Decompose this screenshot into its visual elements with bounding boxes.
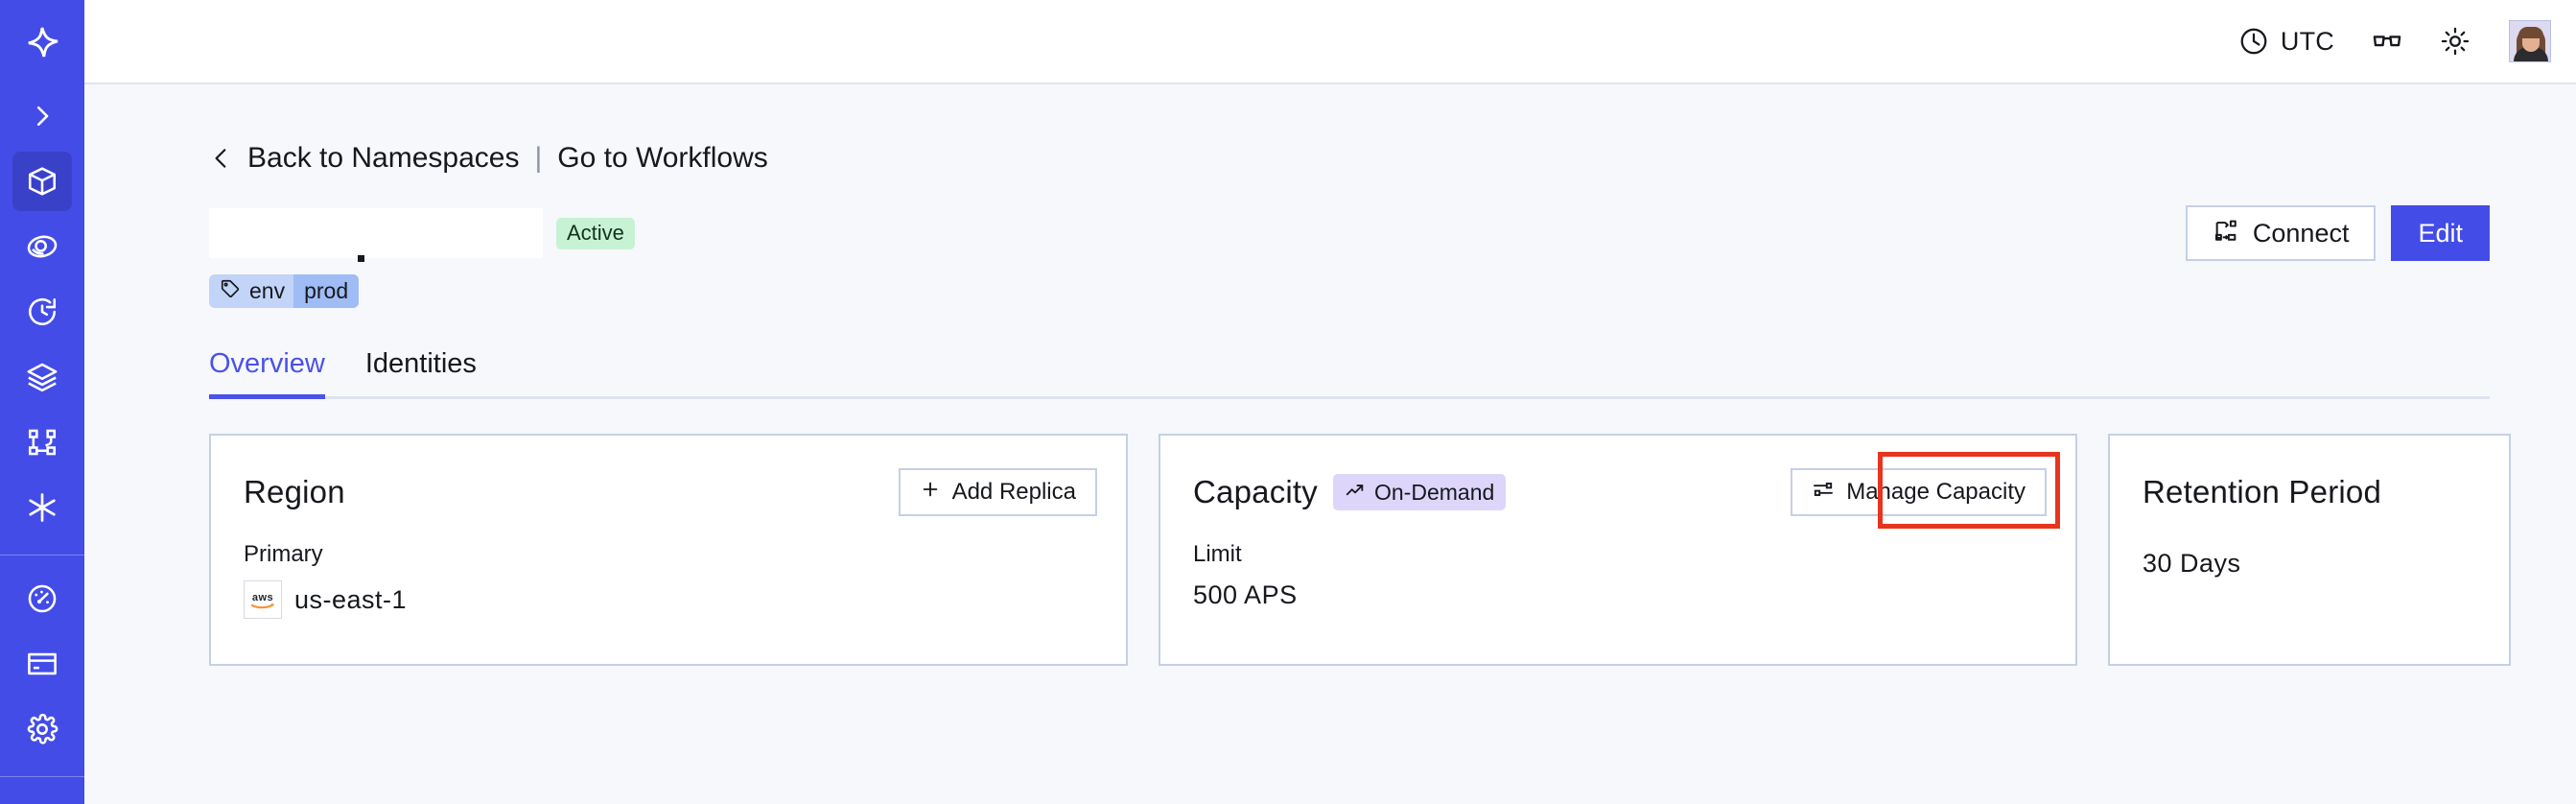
capacity-limit-label: Limit xyxy=(1193,541,1242,567)
status-badge: Active xyxy=(556,217,635,249)
tag-value: prod xyxy=(293,274,360,308)
retention-card-title: Retention Period xyxy=(2143,474,2382,509)
main-area: UTC xyxy=(84,0,2576,804)
namespace-header: Active xyxy=(209,205,2490,262)
layers-icon xyxy=(26,361,59,393)
glasses-icon xyxy=(2371,25,2403,58)
flow-branch-icon xyxy=(26,426,59,459)
sidebar-item-workflows[interactable] xyxy=(12,413,72,472)
capacity-card-title: Capacity xyxy=(1193,474,1318,509)
clock-rotate-icon xyxy=(26,296,59,328)
eye-icon xyxy=(26,230,59,263)
sidebar-divider-bottom xyxy=(0,776,84,777)
header-actions: Connect Edit xyxy=(2185,205,2490,261)
connect-flow-icon xyxy=(2213,217,2239,250)
page-content: Back to Namespaces | Go to Workflows Act… xyxy=(84,84,2576,804)
sidebar-item-expand[interactable] xyxy=(12,86,72,146)
svg-text:aws: aws xyxy=(252,592,273,603)
plus-icon xyxy=(920,479,941,507)
edit-button[interactable]: Edit xyxy=(2391,205,2490,261)
connect-button[interactable]: Connect xyxy=(2185,205,2377,261)
retention-card-header: Retention Period xyxy=(2143,464,2480,520)
sun-icon xyxy=(2440,26,2471,57)
breadcrumb-workflows-link[interactable]: Go to Workflows xyxy=(557,142,768,174)
sidebar xyxy=(0,0,84,804)
chevron-right-icon xyxy=(28,102,57,130)
breadcrumb: Back to Namespaces | Go to Workflows xyxy=(209,142,2490,175)
avatar-body xyxy=(2514,47,2548,61)
cube-icon xyxy=(26,165,59,198)
capacity-mode-badge: On-Demand xyxy=(1333,474,1507,510)
sidebar-item-usage[interactable] xyxy=(12,569,72,628)
retention-value: 30 Days xyxy=(2143,549,2241,578)
add-replica-button[interactable]: Add Replica xyxy=(898,468,1097,516)
sidebar-item-observability[interactable] xyxy=(12,217,72,276)
region-card-header: Region Add Replica xyxy=(244,464,1097,520)
add-replica-label: Add Replica xyxy=(951,479,1076,505)
region-card: Region Add Replica xyxy=(209,434,1128,666)
sidebar-divider-top xyxy=(0,555,84,556)
capacity-card: Capacity On-Demand xyxy=(1159,434,2077,666)
sidebar-item-schedules[interactable] xyxy=(12,282,72,342)
breadcrumb-back-link[interactable]: Back to Namespaces xyxy=(247,142,520,174)
tab-overview[interactable]: Overview xyxy=(209,348,325,399)
capacity-card-action: Manage Capacity xyxy=(1791,468,2047,516)
tag-chip[interactable]: env prod xyxy=(209,274,360,308)
capacity-mode-label: On-Demand xyxy=(1374,479,1495,505)
theme-toggle[interactable] xyxy=(2440,26,2471,57)
tab-identities[interactable]: Identities xyxy=(364,348,477,379)
avatar-bangs xyxy=(2518,27,2543,38)
tag-icon xyxy=(220,278,241,304)
tab-bar: Overview Identities xyxy=(209,348,2490,399)
gauge-icon xyxy=(26,582,59,615)
sidebar-item-settings[interactable] xyxy=(12,699,72,759)
top-bar: UTC xyxy=(84,0,2576,84)
sidebar-item-logo[interactable] xyxy=(12,13,72,73)
region-value: us-east-1 xyxy=(294,584,408,614)
capacity-value: 500 APS xyxy=(1193,580,1298,609)
aws-logo: aws xyxy=(244,580,282,619)
connect-button-label: Connect xyxy=(2252,218,2350,248)
clock-icon xyxy=(2238,26,2269,57)
trending-up-icon xyxy=(1345,480,1366,505)
manage-capacity-button[interactable]: Manage Capacity xyxy=(1791,468,2047,516)
asterisk-icon xyxy=(25,490,59,525)
credit-card-icon xyxy=(26,648,59,680)
accessibility-toggle[interactable] xyxy=(2371,25,2403,58)
sidebar-item-nexus[interactable] xyxy=(12,478,72,537)
region-primary-label: Primary xyxy=(244,541,323,567)
temporal-logo-icon xyxy=(23,24,61,62)
capacity-card-header: Capacity On-Demand xyxy=(1193,464,2047,520)
tags-row: env prod xyxy=(209,274,2490,308)
avatar[interactable] xyxy=(2509,20,2551,62)
breadcrumb-separator: | xyxy=(534,142,543,174)
retention-card: Retention Period 30 Days xyxy=(2108,434,2511,666)
gear-icon xyxy=(26,713,59,745)
chevron-left-icon[interactable] xyxy=(209,144,234,173)
edit-button-label: Edit xyxy=(2418,218,2463,248)
page-title xyxy=(209,208,543,262)
sidebar-item-billing[interactable] xyxy=(12,634,72,694)
timezone-label: UTC xyxy=(2280,26,2334,56)
tag-key: env xyxy=(249,278,286,303)
manage-capacity-label: Manage Capacity xyxy=(1846,479,2026,505)
region-card-title: Region xyxy=(244,474,345,509)
timezone-selector[interactable]: UTC xyxy=(2238,26,2334,57)
sidebar-item-batch[interactable] xyxy=(12,347,72,407)
overview-cards: Region Add Replica xyxy=(209,434,2511,666)
sidebar-item-namespaces[interactable] xyxy=(12,152,72,211)
region-value-row: aws us-east-1 xyxy=(244,580,1097,619)
sliders-icon xyxy=(1812,478,1835,508)
region-card-action: Add Replica xyxy=(898,468,1097,516)
